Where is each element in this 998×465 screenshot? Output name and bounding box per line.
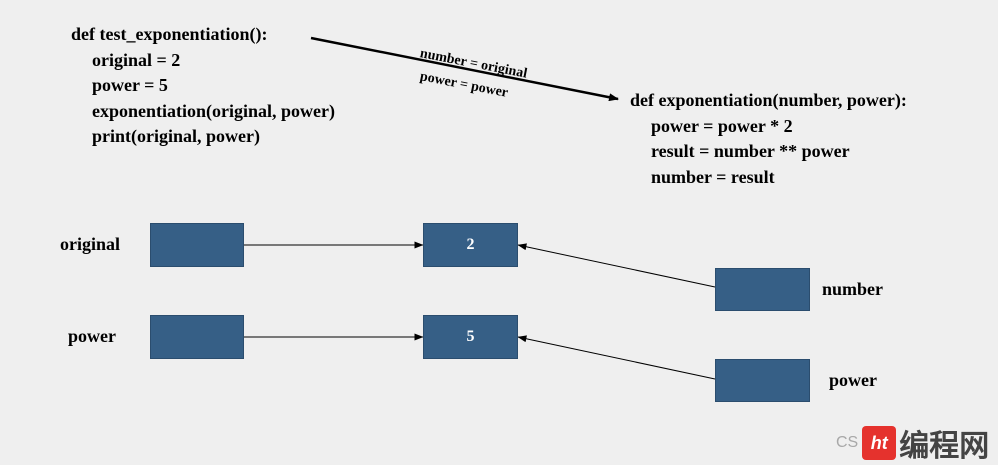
code-line: result = number ** power <box>651 141 850 161</box>
caller-code-block: def test_exponentiation(): original = 2 … <box>71 22 335 150</box>
code-line: def test_exponentiation(): <box>71 24 268 44</box>
power-ref-box <box>150 315 244 359</box>
param-power-ref-arrow <box>517 335 716 380</box>
code-line: def exponentiation(number, power): <box>630 90 907 110</box>
watermark-prefix: CS <box>836 434 859 451</box>
var-label-power: power <box>68 326 116 346</box>
code-line: exponentiation(original, power) <box>92 100 335 121</box>
var-label-original: original <box>60 234 121 254</box>
watermark-text: 编程网 <box>899 430 990 463</box>
original-ref-box <box>150 223 244 267</box>
value-box-5: 5 <box>423 315 518 359</box>
code-line: print(original, power) <box>92 126 260 146</box>
code-line: original = 2 <box>92 49 181 70</box>
code-line: power = 5 <box>92 75 168 95</box>
number-ref-arrow <box>517 243 716 288</box>
var-label-number: number <box>822 279 884 299</box>
call-arrow <box>310 36 619 102</box>
callee-code-block: def exponentiation(number, power): power… <box>630 88 907 190</box>
var-label-param-power: power <box>829 370 877 390</box>
value-text: 2 <box>466 236 475 253</box>
param-power-ref-box <box>715 359 810 402</box>
watermark-logo-icon: ht <box>862 426 897 460</box>
number-ref-box <box>715 268 810 311</box>
watermark: CS ht 编程网 <box>836 424 990 463</box>
value-box-2: 2 <box>423 223 518 267</box>
code-line: power = power * 2 <box>651 115 793 136</box>
code-line: number = result <box>651 166 775 187</box>
value-text: 5 <box>466 328 475 345</box>
